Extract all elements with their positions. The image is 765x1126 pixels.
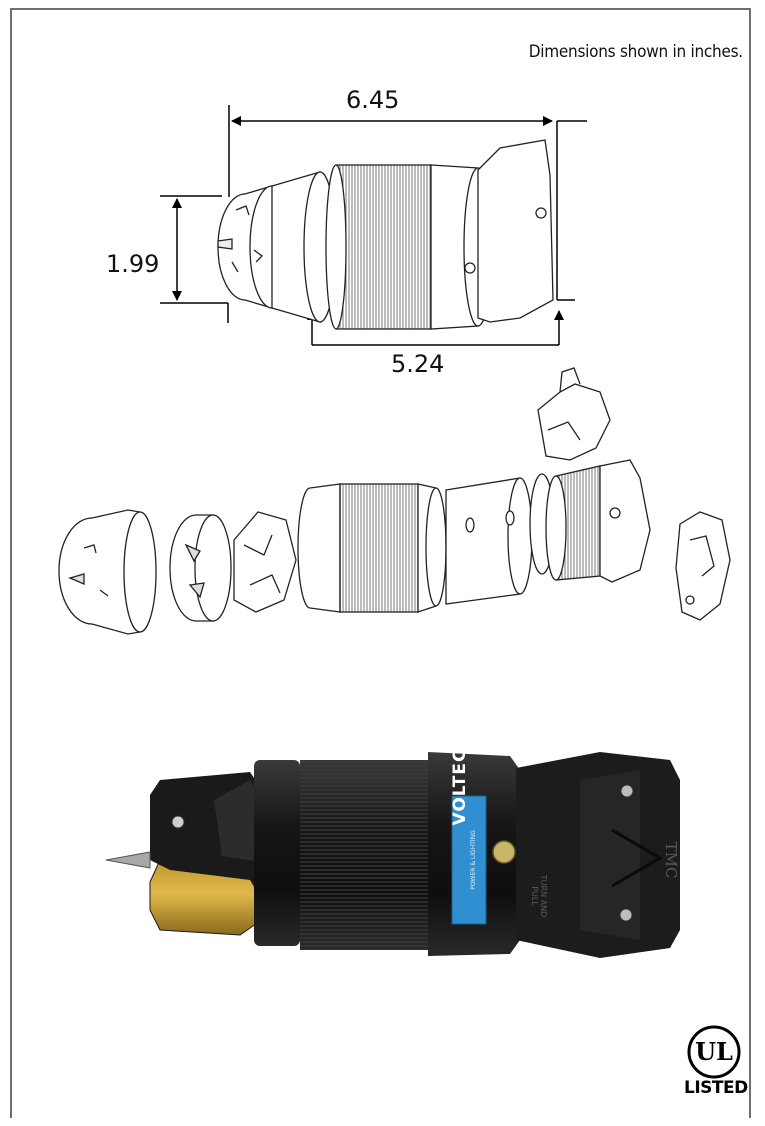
photo-tagline-text: POWER & LIGHTING	[470, 830, 477, 890]
photo-maker-text: TMC	[662, 841, 680, 879]
assembled-connector-drawing	[217, 139, 554, 330]
overall-length-label: 6.45	[346, 86, 400, 114]
photo-brand-text: VOLTEC	[450, 748, 470, 826]
body-length-label: 5.24	[391, 350, 445, 378]
ul-mark	[687, 1025, 741, 1079]
ul-listed-badge: UL LISTED	[684, 1024, 748, 1098]
ul-mark-text: UL	[695, 1037, 733, 1066]
diameter-label: 1.99	[106, 250, 160, 278]
units-note: Dimensions shown in inches.	[528, 42, 743, 62]
ul-listed-label: LISTED	[684, 1078, 748, 1098]
page-frame	[10, 8, 751, 1118]
photo-instruction-text: TURN AND PULL	[530, 874, 548, 918]
exploded-connector-drawing	[58, 367, 731, 635]
connector-photo	[105, 752, 680, 958]
